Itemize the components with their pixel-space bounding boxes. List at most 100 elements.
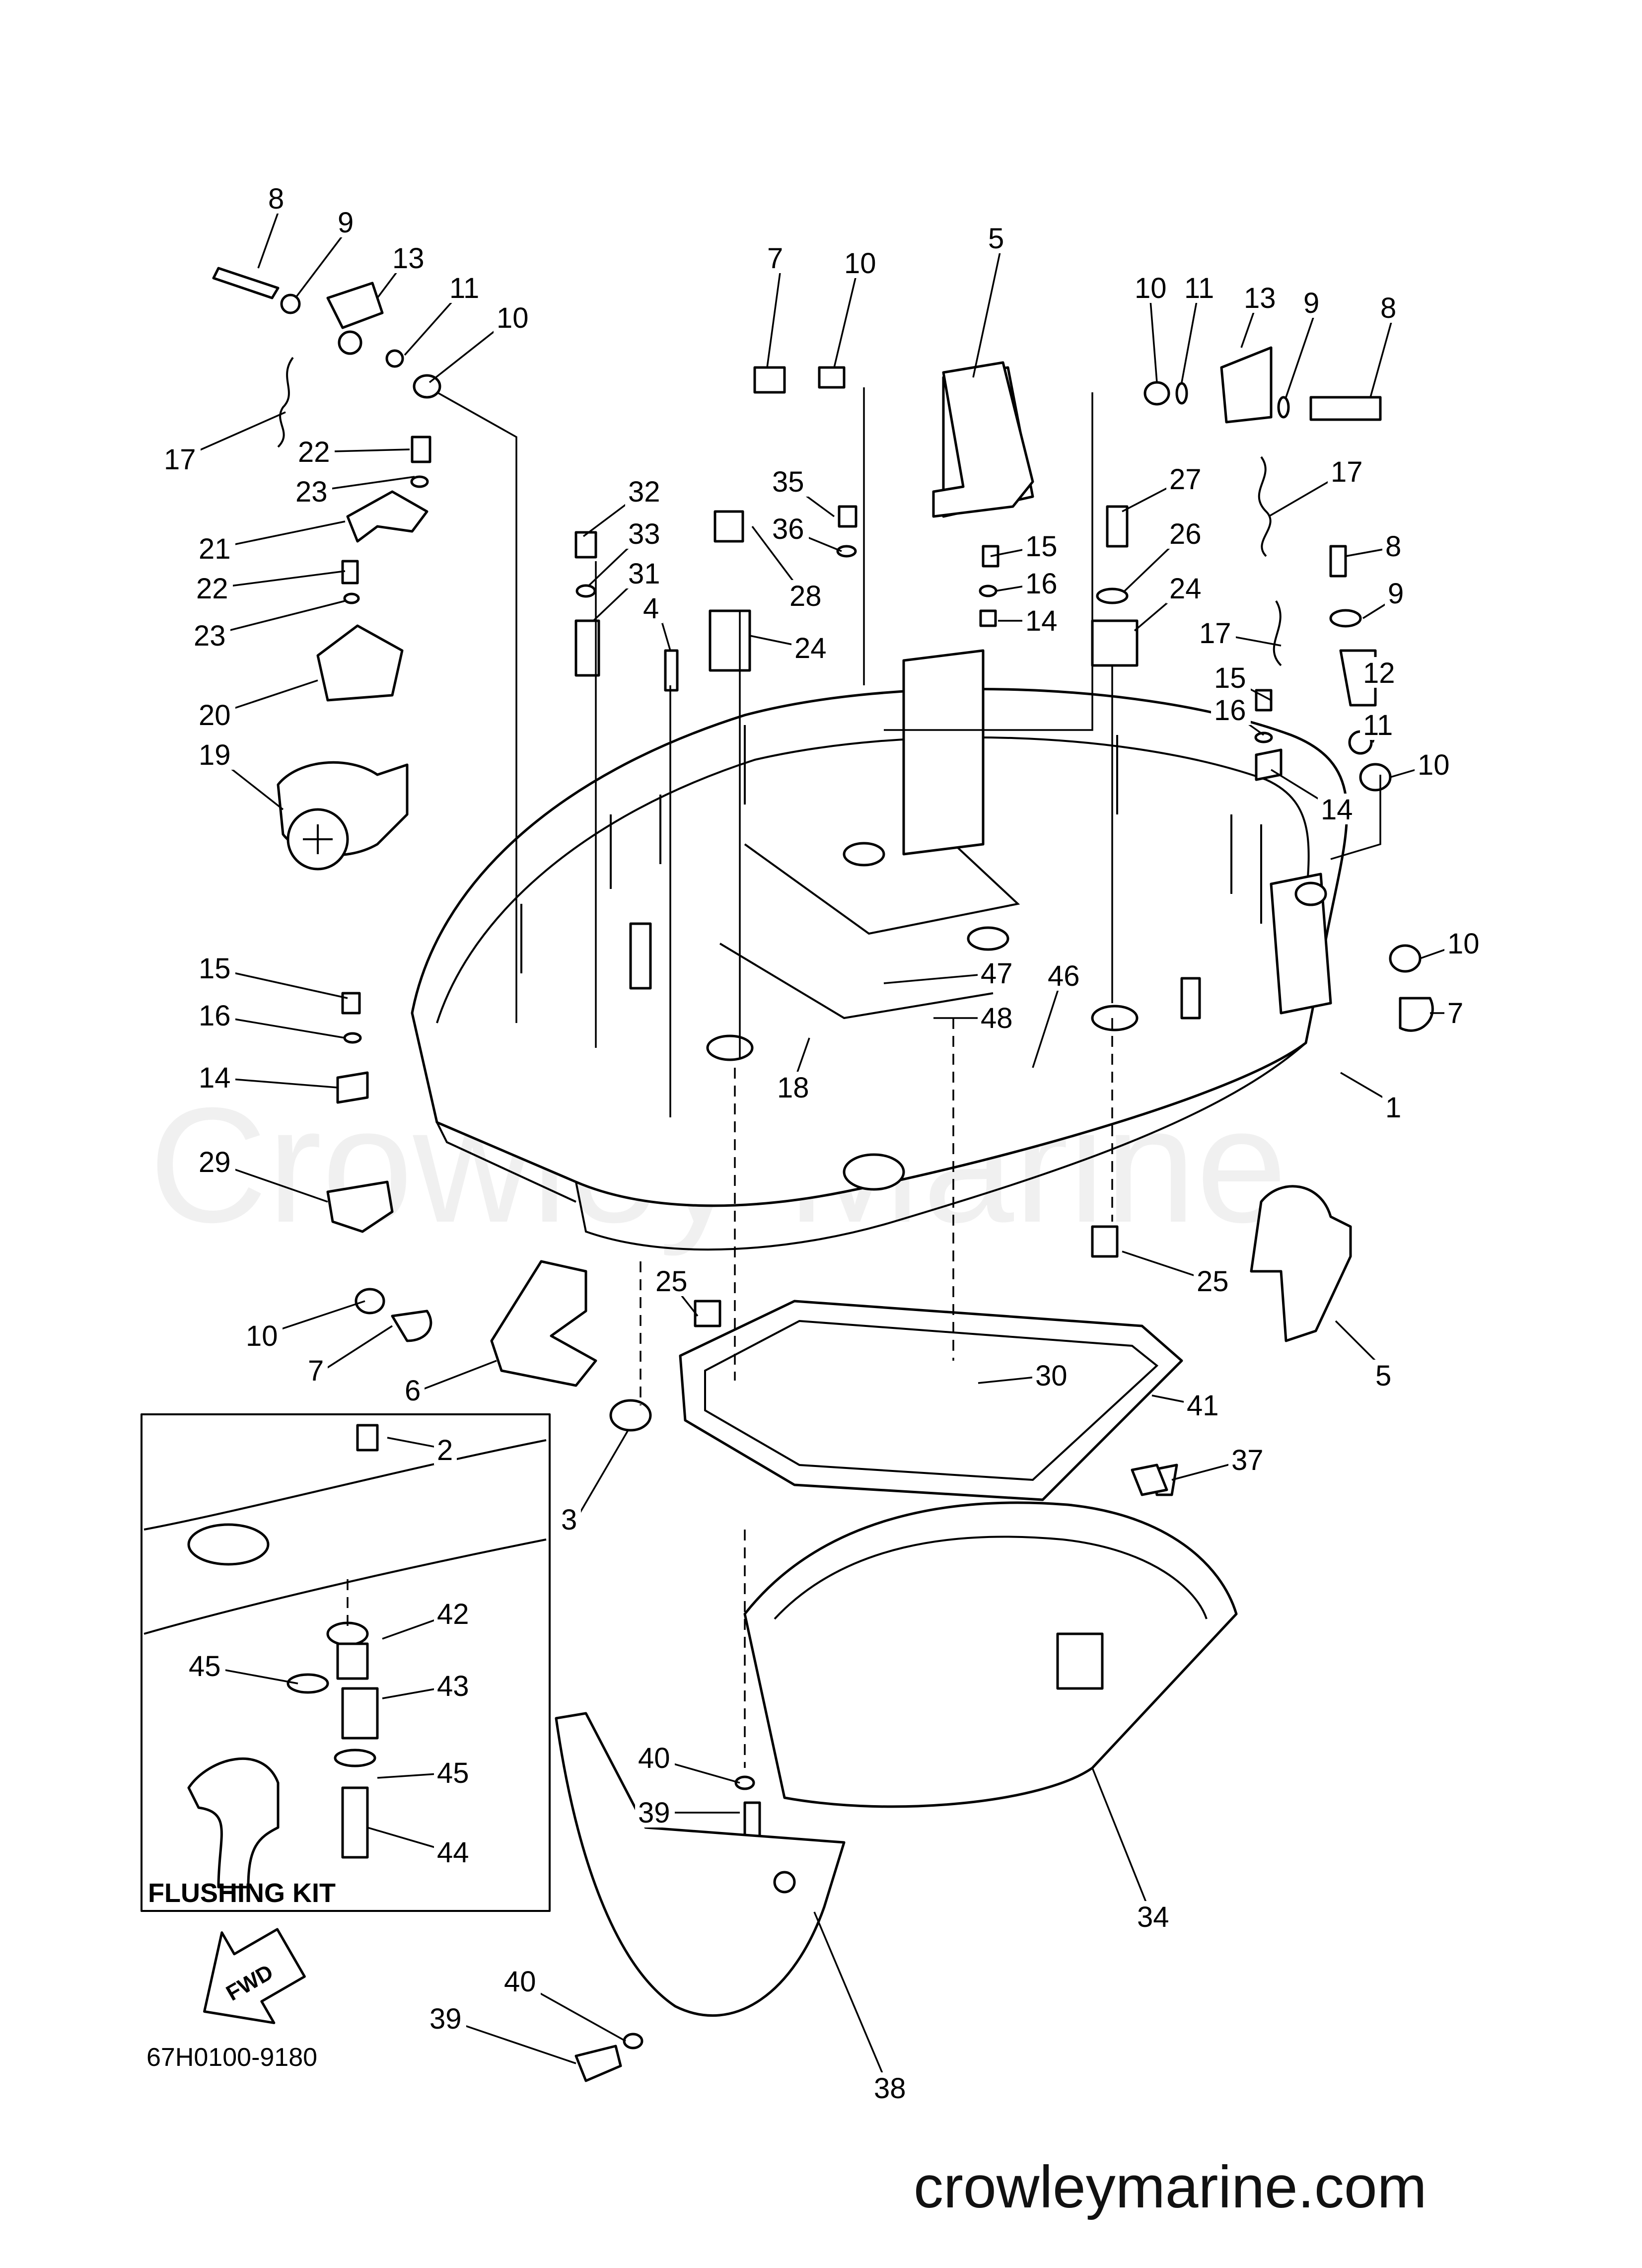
part-callout-10[interactable]: 10 [1418, 749, 1450, 781]
part-callout-12[interactable]: 12 [1363, 657, 1395, 689]
part-callout-41[interactable]: 41 [1187, 1390, 1219, 1422]
part-callout-14[interactable]: 14 [199, 1062, 231, 1094]
part-callout-11[interactable]: 11 [449, 272, 479, 304]
part-callout-44[interactable]: 44 [437, 1836, 469, 1869]
callout-bg [161, 443, 201, 474]
part-callout-45[interactable]: 45 [189, 1650, 221, 1683]
part-callout-27[interactable]: 27 [1169, 463, 1202, 496]
part-callout-10[interactable]: 10 [844, 247, 876, 280]
callout-leader [972, 238, 1004, 378]
part-callout-15[interactable]: 15 [1214, 662, 1246, 694]
part-callout-24[interactable]: 24 [1169, 573, 1202, 605]
part-callout-37[interactable]: 37 [1231, 1444, 1264, 1476]
seal-gasket [679, 1300, 1183, 1501]
part-callout-42[interactable]: 42 [437, 1598, 469, 1630]
part-callout-16[interactable]: 16 [199, 1000, 231, 1032]
part-callout-25[interactable]: 25 [655, 1265, 688, 1298]
callout-bg [1045, 960, 1084, 991]
part-callout-10[interactable]: 10 [1135, 272, 1167, 304]
callout-bg [292, 476, 332, 507]
part-callout-40[interactable]: 40 [638, 1742, 670, 1774]
part-callout-30[interactable]: 30 [1035, 1360, 1068, 1392]
part-callout-34[interactable]: 34 [1137, 1901, 1169, 1933]
part-callout-7[interactable]: 7 [767, 242, 783, 275]
part-callout-16[interactable]: 16 [1025, 568, 1058, 600]
part-callout-39[interactable]: 39 [429, 2003, 462, 2035]
part-callout-22[interactable]: 22 [298, 436, 330, 468]
part-callout-35[interactable]: 35 [772, 466, 804, 498]
part-callout-33[interactable]: 33 [628, 518, 660, 550]
part-callout-8[interactable]: 8 [1380, 292, 1396, 324]
side-cover [555, 1712, 846, 2017]
part-callout-8[interactable]: 8 [268, 183, 284, 215]
part-callout-48[interactable]: 48 [981, 1002, 1013, 1034]
part-callout-22[interactable]: 22 [196, 573, 228, 605]
part-callout-5[interactable]: 5 [1375, 1360, 1391, 1392]
part-callout-14[interactable]: 14 [1321, 794, 1353, 826]
part-callout-4[interactable]: 4 [643, 592, 659, 625]
part-callout-16[interactable]: 16 [1214, 694, 1246, 727]
callout-leader [766, 258, 783, 368]
part-callout-47[interactable]: 47 [981, 957, 1013, 990]
part-callout-17[interactable]: 17 [164, 443, 196, 476]
part-callout-23[interactable]: 23 [295, 476, 328, 508]
part-callout-24[interactable]: 24 [794, 632, 827, 664]
part-callout-17[interactable]: 17 [1199, 617, 1231, 650]
part-callout-46[interactable]: 46 [1048, 960, 1080, 992]
assembly-lines [347, 387, 1381, 1768]
part-callout-29[interactable]: 29 [199, 1146, 231, 1178]
part-callout-28[interactable]: 28 [789, 580, 822, 612]
part-callout-1[interactable]: 1 [1385, 1092, 1401, 1124]
part-callout-18[interactable]: 18 [777, 1072, 809, 1104]
callout-leader [213, 1015, 346, 1039]
part-callout-26[interactable]: 26 [1169, 518, 1202, 550]
callout-bg [769, 466, 809, 497]
part-callout-17[interactable]: 17 [1331, 456, 1363, 488]
part-callout-2[interactable]: 2 [437, 1434, 453, 1466]
part-callout-8[interactable]: 8 [1385, 530, 1401, 563]
callout-bg [1022, 568, 1062, 598]
part-callout-36[interactable]: 36 [772, 513, 804, 545]
part-callout-15[interactable]: 15 [1025, 530, 1058, 563]
callout-bg [985, 222, 1008, 253]
part-callout-13[interactable]: 13 [392, 242, 425, 275]
part-callout-45[interactable]: 45 [437, 1757, 469, 1789]
part-callout-20[interactable]: 20 [199, 699, 231, 732]
part-callout-9[interactable]: 9 [1388, 578, 1404, 610]
callout-bg [191, 620, 230, 651]
part-callout-15[interactable]: 15 [199, 952, 231, 985]
part-callout-3[interactable]: 3 [561, 1504, 577, 1536]
part-callout-39[interactable]: 39 [638, 1797, 670, 1829]
left-front-hardware [326, 992, 597, 1387]
part-callout-31[interactable]: 31 [628, 558, 660, 590]
part-callout-9[interactable]: 9 [338, 207, 354, 239]
part-callout-23[interactable]: 23 [194, 620, 226, 652]
part-callout-25[interactable]: 25 [1197, 1265, 1229, 1298]
callout-bg [558, 1504, 581, 1535]
part-callout-7[interactable]: 7 [308, 1355, 324, 1387]
part-callout-21[interactable]: 21 [199, 533, 231, 565]
part-callout-11[interactable]: 11 [1184, 272, 1214, 304]
site-footer[interactable]: crowleymarine.com [914, 2154, 1427, 2220]
part-callout-40[interactable]: 40 [504, 1966, 536, 1998]
part-callout-5[interactable]: 5 [988, 222, 1004, 255]
callout-bg [640, 592, 663, 623]
part-callout-10[interactable]: 10 [1447, 928, 1480, 960]
part-callout-7[interactable]: 7 [1447, 997, 1463, 1029]
part-callout-38[interactable]: 38 [874, 2072, 906, 2105]
part-callout-32[interactable]: 32 [628, 476, 660, 508]
part-callout-6[interactable]: 6 [405, 1375, 421, 1407]
part-callout-9[interactable]: 9 [1303, 287, 1319, 319]
part-callout-10[interactable]: 10 [246, 1320, 278, 1352]
callout-bg [652, 1265, 692, 1296]
part-callout-14[interactable]: 14 [1025, 605, 1058, 637]
callout-bg [635, 1797, 675, 1828]
part-callout-13[interactable]: 13 [1244, 282, 1276, 314]
callout-bg [791, 632, 831, 663]
part-callout-43[interactable]: 43 [437, 1670, 469, 1702]
callout-leader [1181, 288, 1200, 383]
part-callout-10[interactable]: 10 [497, 302, 529, 334]
part-callout-11[interactable]: 11 [1363, 709, 1393, 741]
part-callout-19[interactable]: 19 [199, 739, 231, 771]
